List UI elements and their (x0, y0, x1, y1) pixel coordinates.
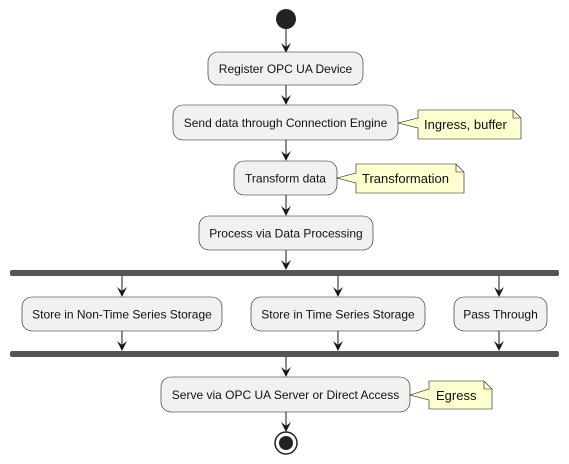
step-serve-label: Serve via OPC UA Server or Direct Access (172, 388, 399, 402)
end-node (274, 431, 298, 455)
note-ingress-text: Ingress, buffer (424, 117, 508, 132)
step-process: Process via Data Processing (198, 215, 374, 251)
note-transformation-text: Transformation (362, 171, 449, 186)
step-transform-label: Transform data (245, 172, 326, 186)
start-node (276, 9, 296, 29)
note-egress-text: Egress (436, 388, 477, 403)
step-send: Send data through Connection Engine (172, 104, 399, 141)
note-egress: Egress (408, 380, 493, 410)
step-register: Register OPC UA Device (207, 51, 364, 86)
note-ingress: Ingress, buffer (397, 109, 522, 140)
step-store-non-time-series-label: Store in Non-Time Series Storage (32, 308, 212, 322)
step-process-label: Process via Data Processing (209, 227, 362, 241)
step-serve: Serve via OPC UA Server or Direct Access (160, 376, 411, 413)
fork-bar (10, 270, 559, 276)
step-store-time-series-label: Store in Time Series Storage (261, 308, 415, 322)
step-transform: Transform data (233, 160, 338, 196)
note-transformation: Transformation (335, 163, 465, 194)
step-pass-through: Pass Through (453, 296, 548, 332)
join-bar (10, 351, 559, 357)
step-register-label: Register OPC UA Device (219, 62, 353, 76)
step-store-time-series: Store in Time Series Storage (250, 296, 426, 332)
step-pass-through-label: Pass Through (463, 308, 538, 322)
step-send-label: Send data through Connection Engine (184, 116, 388, 130)
step-store-non-time-series: Store in Non-Time Series Storage (21, 296, 223, 332)
